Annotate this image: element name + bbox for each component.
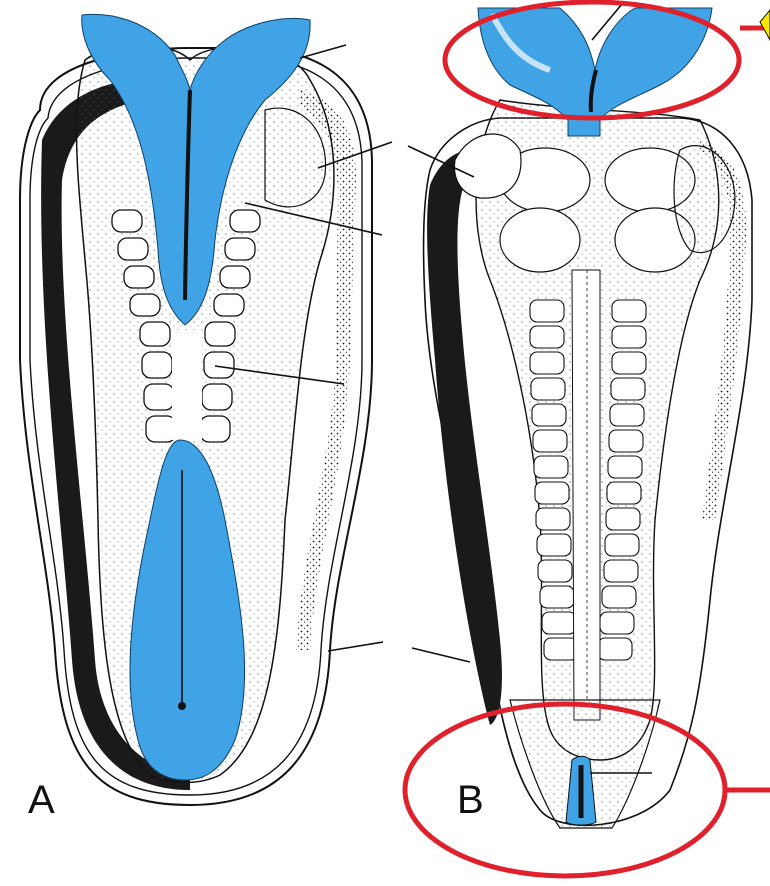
embryo-a-primitive-node (178, 702, 186, 710)
embryo-a-closed-neural-tube (172, 330, 202, 440)
panel-label-a: A (28, 780, 55, 820)
embryo-a (20, 14, 392, 805)
embryo-b-neural-tube (572, 270, 600, 720)
panel-label-b: B (457, 780, 484, 820)
yellow-arrow-marker-icon (760, 10, 770, 40)
